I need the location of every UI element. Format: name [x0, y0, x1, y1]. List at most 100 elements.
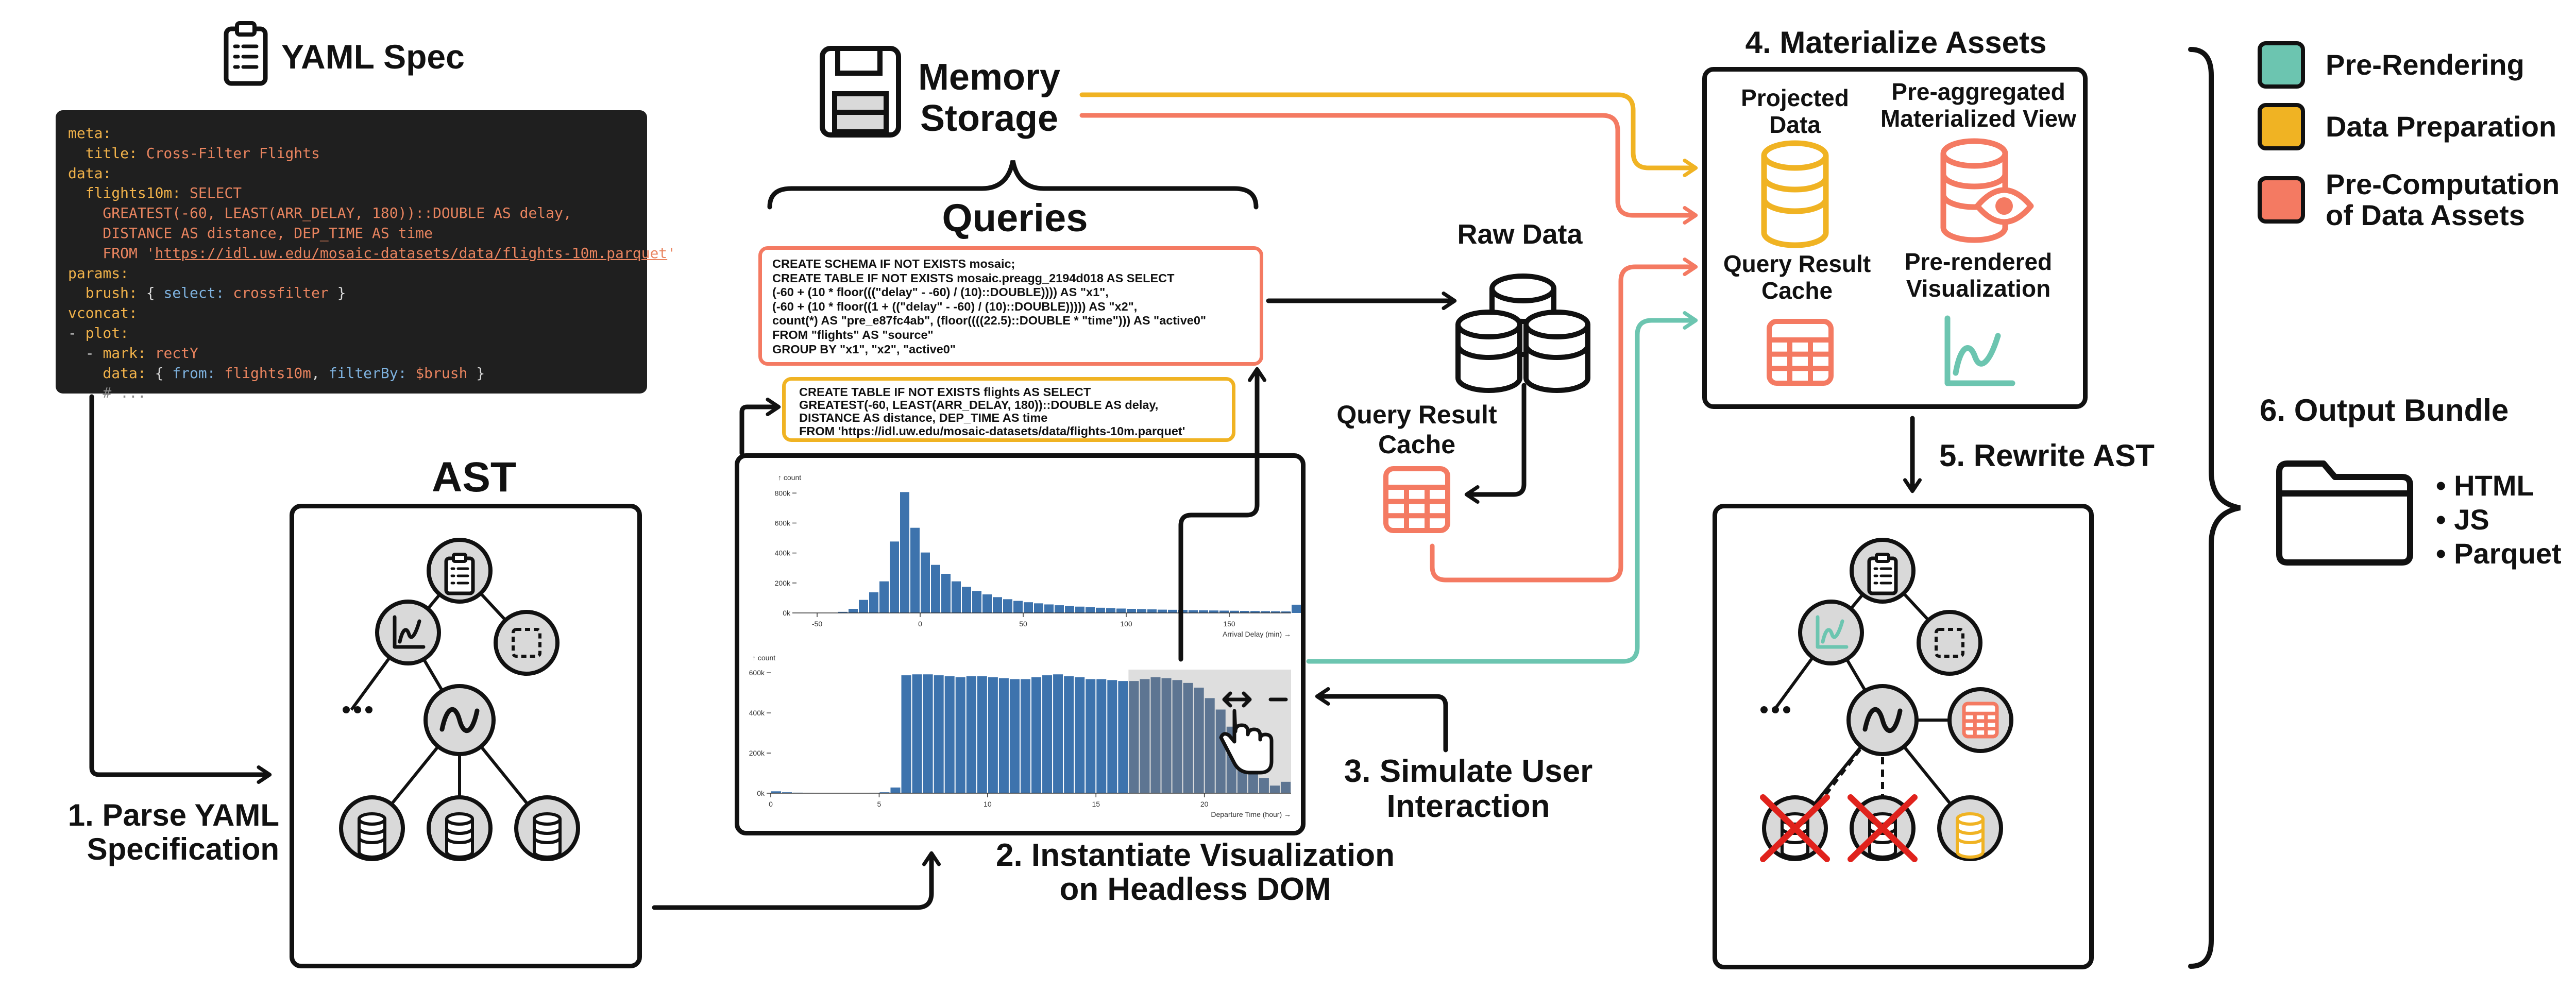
- histogram-bar: [1271, 611, 1280, 613]
- histogram-bar: [838, 611, 848, 613]
- histogram-bar: [1199, 610, 1208, 613]
- yellow-query-box: CREATE TABLE IF NOT EXISTS flights AS SE…: [782, 377, 1235, 442]
- raw-data-database-icon: [1455, 274, 1590, 393]
- bundle-item-html: • HTML: [2436, 469, 2534, 502]
- histogram-bar: [1219, 610, 1229, 613]
- table-icon: [1962, 702, 1999, 739]
- code-token: vconcat:: [68, 304, 138, 322]
- table-icon: [1767, 319, 1834, 386]
- eye-icon: [1974, 187, 2034, 225]
- histogram-bar: [1055, 605, 1064, 613]
- histogram-bar: [859, 600, 868, 613]
- query-line: CREATE TABLE IF NOT EXISTS mosaic.preagg…: [772, 271, 1175, 285]
- code-token: -: [68, 324, 86, 341]
- hand-drag-icon: [1219, 691, 1288, 775]
- folder-icon: [2276, 460, 2413, 566]
- database-icon: [1455, 310, 1522, 393]
- histogram-bar: [1096, 607, 1105, 613]
- histogram-bar: [1259, 778, 1269, 793]
- histogram-bar: [771, 791, 782, 793]
- histogram-bar: [1042, 675, 1053, 793]
- code-line: vconcat:: [68, 303, 635, 323]
- prerendered-label: Pre-rendered Visualization: [1904, 248, 2053, 302]
- histogram-bar: [890, 787, 901, 793]
- histogram-bar: [1064, 676, 1074, 793]
- database-icon: [1956, 812, 1985, 859]
- code-line: params:: [68, 264, 635, 284]
- histogram-bar: [941, 574, 951, 613]
- ellipsis-icon: [343, 706, 372, 713]
- histogram-bar: [912, 674, 922, 793]
- x-tick-label: 10: [984, 800, 992, 808]
- queries-curly-brace: [767, 160, 1259, 210]
- legend-pre-computation: Pre-Computation of Data Assets: [2258, 169, 2560, 231]
- histogram-bar: [1209, 610, 1218, 613]
- query-result-cache-label: Query Result Cache: [1336, 400, 1497, 459]
- arrow-chart-teal: [1306, 311, 1698, 664]
- x-tick-label: 20: [1200, 800, 1209, 808]
- histogram-bar: [931, 565, 940, 613]
- histogram-bar: [1086, 679, 1096, 793]
- code-token: flights10m: [224, 364, 312, 382]
- code-token: rectY: [155, 344, 198, 362]
- query-line: CREATE SCHEMA IF NOT EXISTS mosaic;: [772, 257, 1015, 270]
- histogram-bar: [1158, 609, 1167, 613]
- histogram-bar: [1137, 609, 1146, 613]
- removed-cross-icon: [1848, 794, 1918, 862]
- histogram-bar: [1075, 606, 1084, 613]
- floppy-disk-icon: [820, 46, 901, 138]
- x-tick-label: -50: [812, 620, 822, 628]
- param-node: [1917, 610, 1982, 676]
- histogram-bar: [1129, 681, 1139, 793]
- y-axis-label: ↑ count: [752, 654, 775, 662]
- preagg-label: Pre-aggregated Materialized View: [1880, 78, 2077, 132]
- y-tick-label: 800k: [775, 489, 791, 497]
- clipboard-icon: [224, 21, 268, 86]
- histogram-bar: [1240, 611, 1249, 613]
- ast-title: AST: [432, 454, 516, 501]
- code-token: plot:: [85, 324, 129, 341]
- database-icon: [533, 812, 562, 859]
- histogram-bar: [900, 492, 909, 613]
- bundle-item-label: Parquet: [2454, 537, 2562, 570]
- legend-pre-rendering: Pre-Rendering: [2258, 41, 2524, 89]
- table-icon: [1767, 319, 1834, 386]
- code-token: params:: [68, 264, 129, 282]
- arrow-chart-red: [1178, 367, 1266, 662]
- histogram-bar: [1003, 599, 1012, 613]
- arrow-to-cache: [1464, 383, 1527, 504]
- bundle-item-parquet: • Parquet: [2436, 537, 2562, 570]
- code-line: - plot:: [68, 323, 635, 344]
- histogram-bar: [962, 587, 971, 613]
- code-line: brush: { select: crossfilter }: [68, 283, 635, 303]
- legend-swatch: [2258, 176, 2305, 224]
- x-tick-label: 50: [1019, 620, 1027, 628]
- table-icon: [1383, 466, 1450, 533]
- arrow-mem-red: [1079, 113, 1698, 225]
- query-line: GROUP BY "x1", "x2", "active0": [772, 342, 956, 356]
- histogram-bar: [1140, 679, 1150, 793]
- histogram-bar: [923, 674, 933, 793]
- x-tick-label: 5: [877, 800, 882, 808]
- histogram-bar: [1009, 679, 1020, 793]
- histogram-bar: [934, 675, 944, 793]
- query-line: count(*) AS "pre_e87fc4ab", (floor((((22…: [772, 314, 1207, 328]
- code-token: brush:: [68, 284, 146, 302]
- code-token: data:: [68, 364, 155, 382]
- histogram-bar: [1013, 601, 1023, 613]
- step6-label: 6. Output Bundle: [2260, 393, 2509, 428]
- histogram-bar: [952, 581, 961, 613]
- histogram-bar: [1215, 709, 1226, 793]
- step2-label: 2. Instantiate Visualization on Headless…: [995, 838, 1395, 907]
- histogram-bar: [1161, 678, 1172, 793]
- dashed-square-icon: [1935, 628, 1964, 658]
- histogram-bar: [1075, 677, 1085, 793]
- histogram-bar: [1118, 681, 1128, 793]
- code-token: Cross-Filter Flights: [146, 144, 320, 162]
- code-token: {: [146, 284, 164, 302]
- qrc-asset-label: Query Result Cache: [1723, 250, 1871, 304]
- step3-label: 3. Simulate User Interaction: [1344, 754, 1593, 824]
- histogram-bar: [988, 677, 998, 793]
- arrow-chart-yellow: [739, 398, 781, 456]
